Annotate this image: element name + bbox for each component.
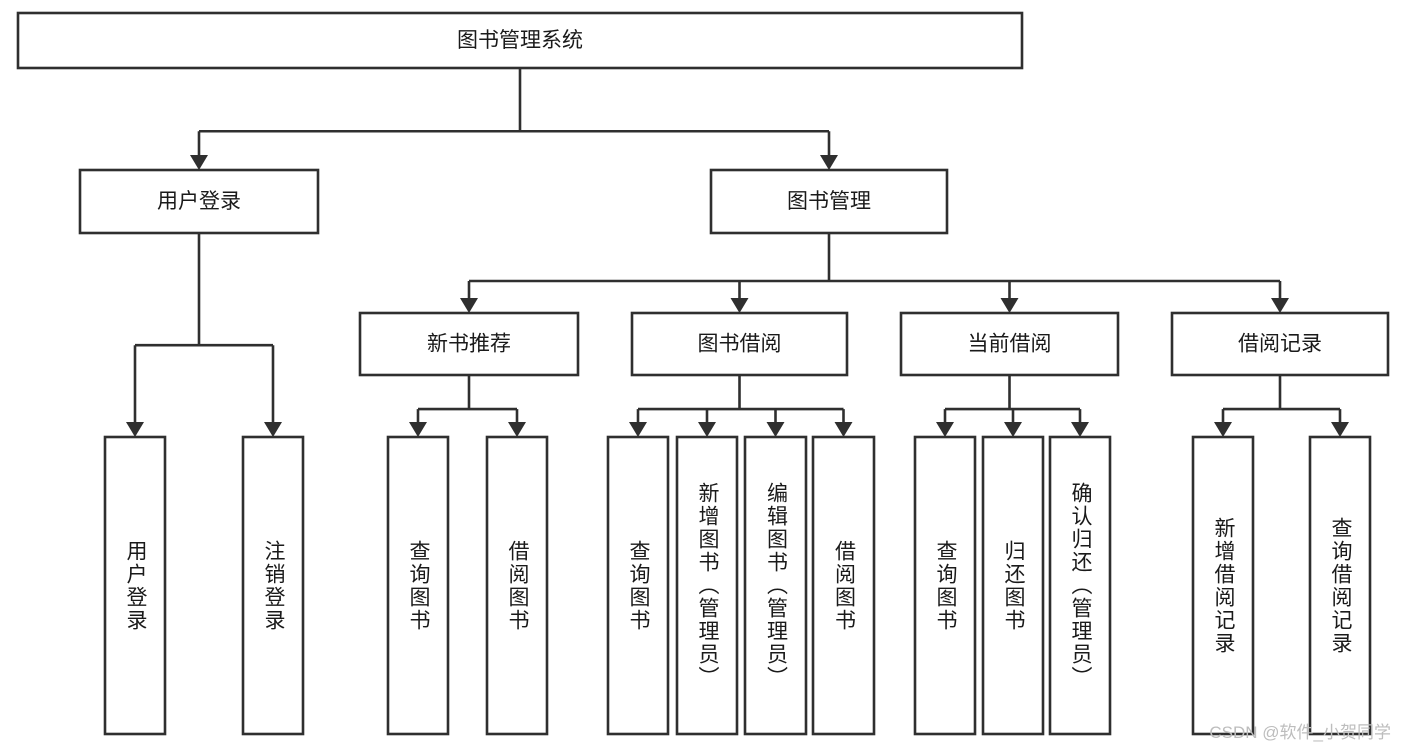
node-box-leaf-add-borrow-record[interactable] [1191, 435, 1255, 736]
boxes-layer [16, 11, 1390, 736]
node-box-user-login[interactable] [78, 168, 320, 235]
edge-arrowhead [766, 422, 785, 437]
node-box-leaf-edit-book[interactable] [743, 435, 808, 736]
edge-arrowhead [1214, 422, 1232, 437]
watermark-text: CSDN @软件_小贺同学 [1209, 723, 1391, 742]
node-box-leaf-confirm-return[interactable] [1048, 435, 1112, 736]
node-box-book-manage[interactable] [709, 168, 949, 235]
node-label-user-login: 用户登录 [157, 190, 241, 213]
node-box-leaf-user-login[interactable] [103, 435, 167, 736]
node-label-current-borrow: 当前借阅 [968, 333, 1052, 356]
edge-arrowhead [1271, 298, 1289, 313]
node-box-leaf-add-book[interactable] [675, 435, 739, 736]
edge-arrowhead [730, 298, 749, 313]
node-label-new-book-recommend: 新书推荐 [427, 333, 511, 356]
edge-arrowhead [1331, 422, 1349, 437]
node-box-leaf-query-book-borrow[interactable] [606, 435, 670, 736]
edge-arrowhead [460, 298, 478, 313]
node-box-book-borrow[interactable] [630, 311, 849, 377]
node-label-book-borrow: 图书借阅 [698, 333, 782, 356]
node-label-root: 图书管理系统 [457, 29, 583, 52]
edge-arrowhead [1004, 422, 1022, 437]
edge-arrowhead [508, 422, 526, 437]
edge-arrowhead [264, 422, 282, 437]
node-label-book-manage: 图书管理 [787, 190, 871, 213]
node-box-new-book-recommend[interactable] [358, 311, 580, 377]
node-box-leaf-borrow-book-recommend[interactable] [485, 435, 549, 736]
edge-arrowhead [698, 422, 716, 437]
node-box-leaf-borrow-book[interactable] [811, 435, 876, 736]
node-box-borrow-record[interactable] [1170, 311, 1390, 377]
node-box-leaf-query-borrow-record[interactable] [1308, 435, 1372, 736]
node-box-root[interactable] [16, 11, 1024, 70]
node-box-current-borrow[interactable] [899, 311, 1120, 377]
edge-arrowhead [1071, 422, 1089, 437]
edge-arrowhead [1000, 298, 1019, 313]
edge-arrowhead [820, 155, 838, 170]
edge-arrowhead [936, 422, 954, 437]
edge-arrowhead [629, 422, 647, 437]
node-box-leaf-query-book-recommend[interactable] [386, 435, 450, 736]
node-label-borrow-record: 借阅记录 [1238, 333, 1322, 356]
edges-layer [126, 68, 1349, 437]
edge-arrowhead [409, 422, 427, 437]
node-box-leaf-return-book[interactable] [981, 435, 1045, 736]
node-box-leaf-query-book-current[interactable] [913, 435, 977, 736]
node-box-leaf-user-logout[interactable] [241, 435, 305, 736]
edge-arrowhead [126, 422, 144, 437]
edge-arrowhead [190, 155, 208, 170]
edge-arrowhead [834, 422, 853, 437]
